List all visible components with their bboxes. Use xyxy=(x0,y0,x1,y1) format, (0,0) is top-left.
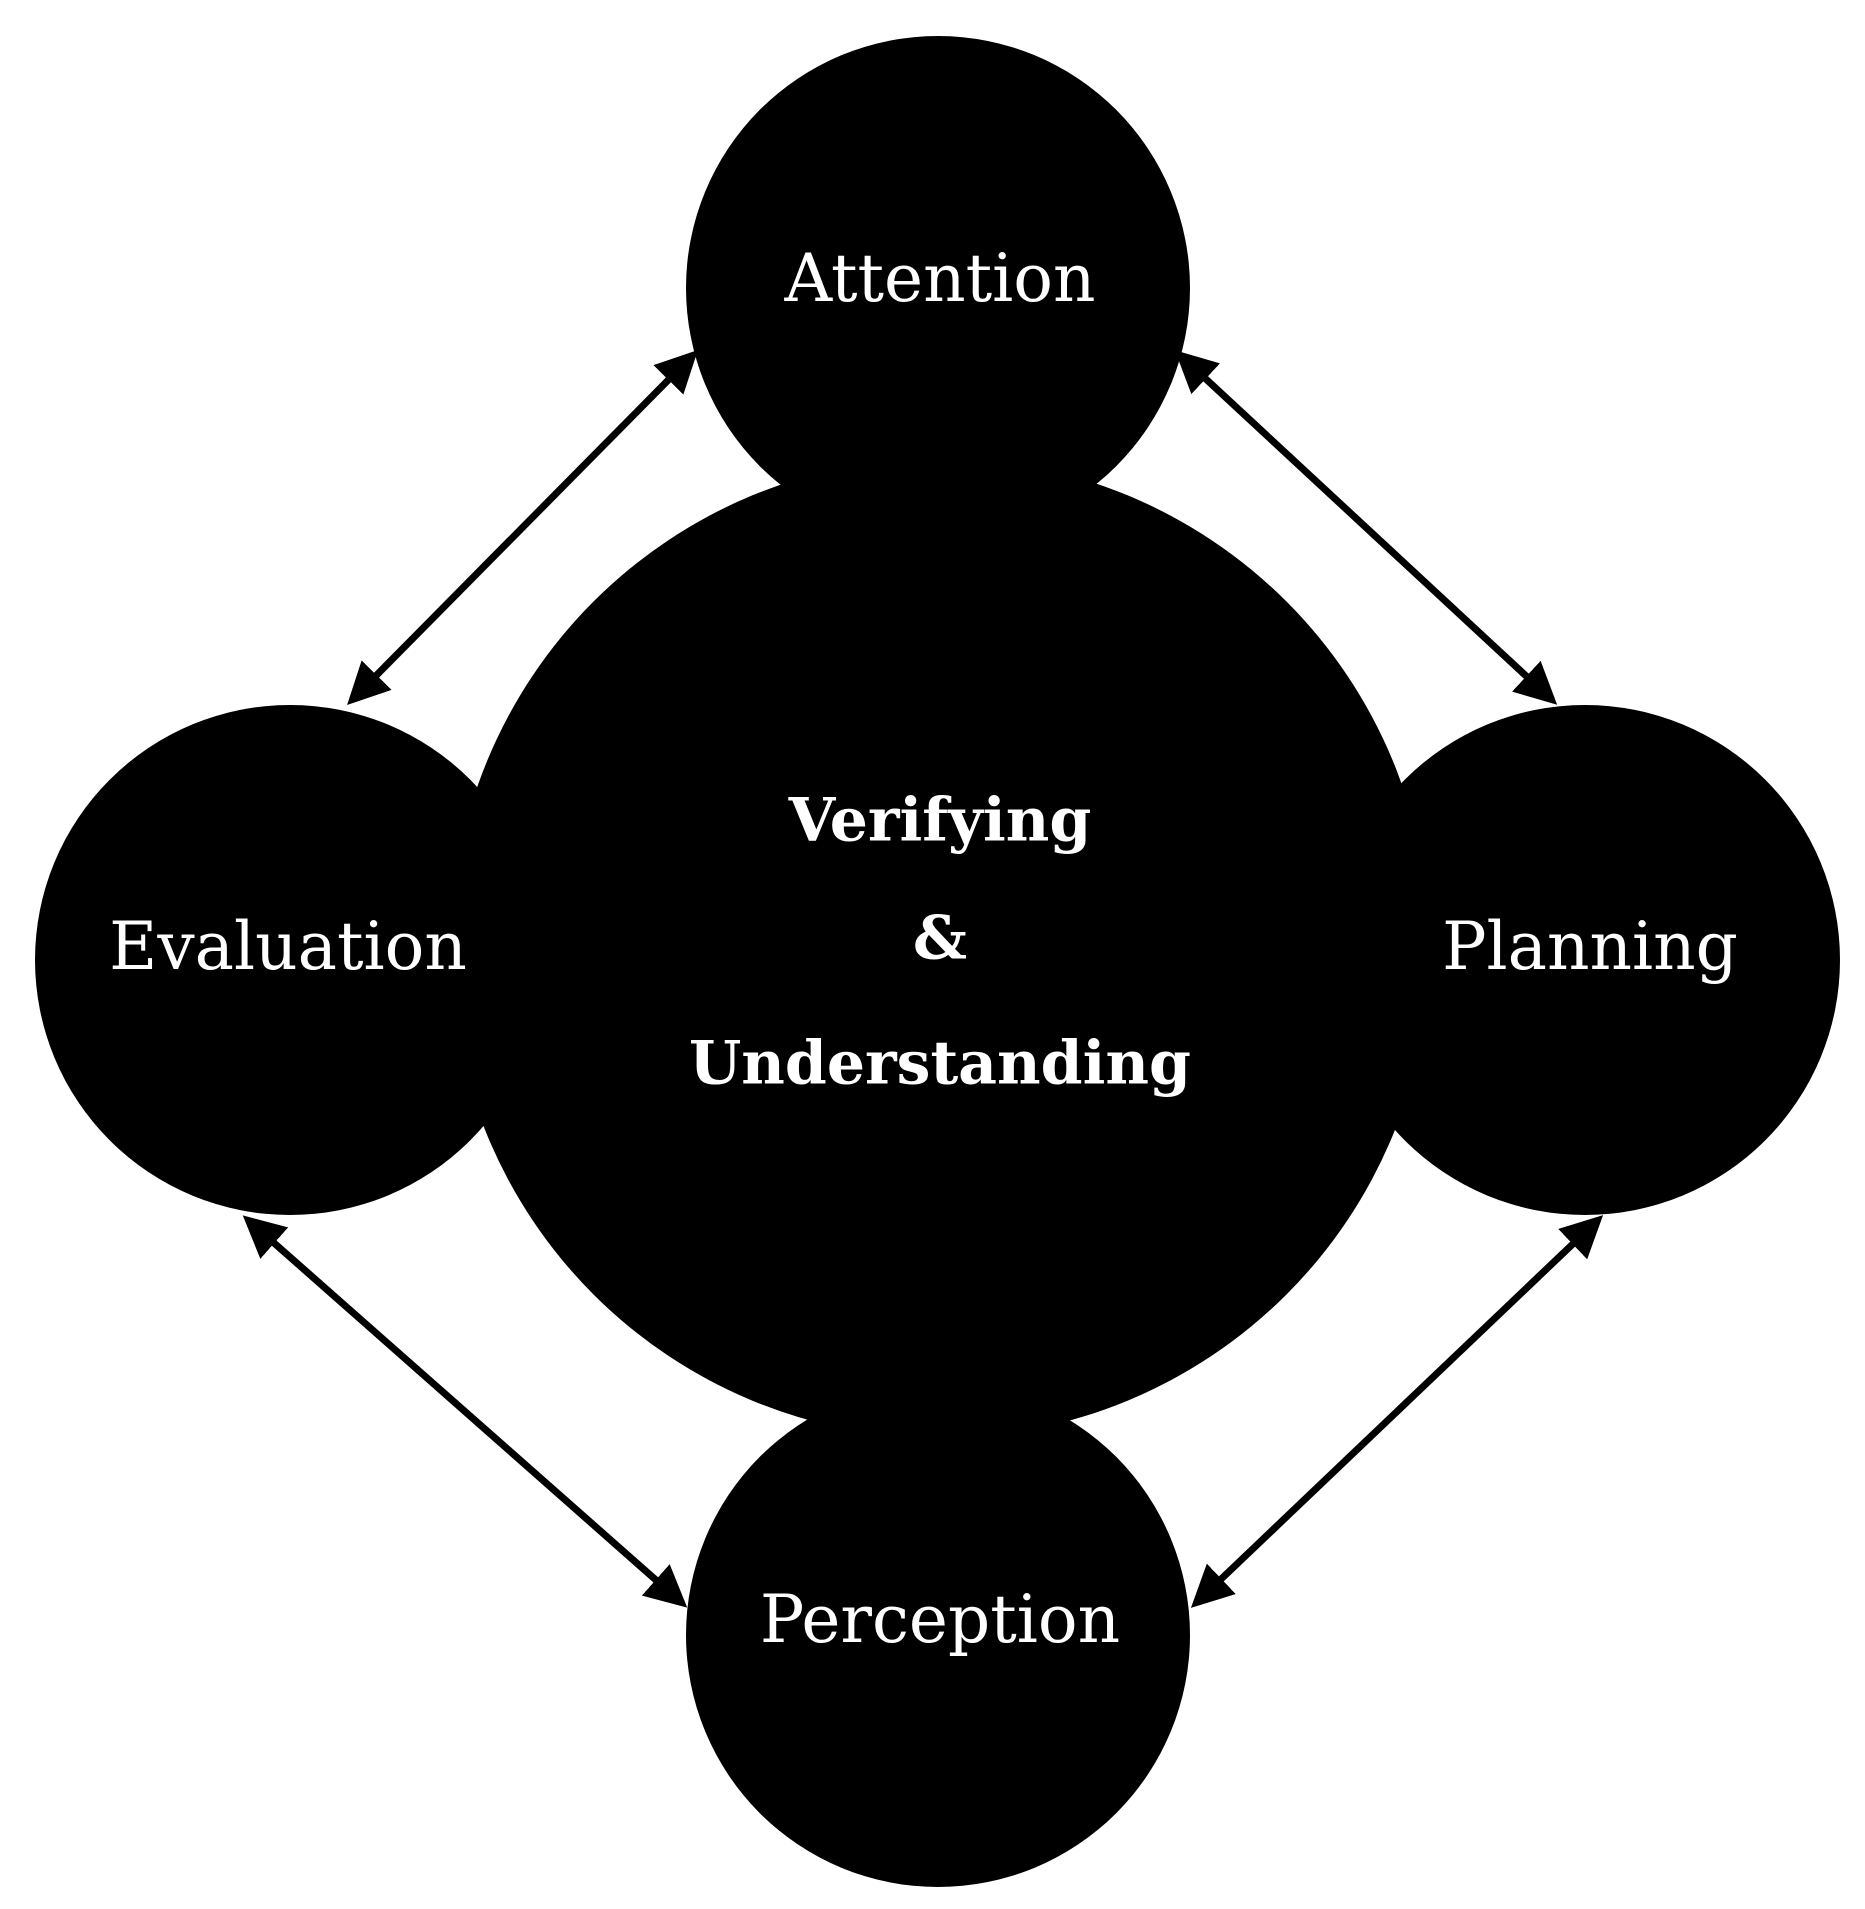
arrow-planning-perception xyxy=(1190,1215,1604,1608)
planning-label: Planning xyxy=(1442,908,1738,985)
arrow-attention-planning xyxy=(1174,350,1558,705)
evaluation-label: Evaluation xyxy=(109,908,467,985)
arrow-evaluation-perception xyxy=(242,1215,688,1608)
center-label-line2: & xyxy=(913,904,967,974)
center-label-line3: Understanding xyxy=(689,1029,1191,1099)
arrow-attention-evaluation xyxy=(347,350,698,705)
attention-label: Attention xyxy=(784,240,1096,317)
center-node-circle xyxy=(450,458,1430,1438)
perception-label: Perception xyxy=(760,1581,1120,1658)
attention-node-circle xyxy=(686,36,1190,540)
perception-node-circle xyxy=(686,1383,1190,1887)
planning-node-circle xyxy=(1330,705,1840,1215)
center-label-line1: Verifying xyxy=(788,786,1092,856)
evaluation-node-circle xyxy=(35,705,545,1215)
